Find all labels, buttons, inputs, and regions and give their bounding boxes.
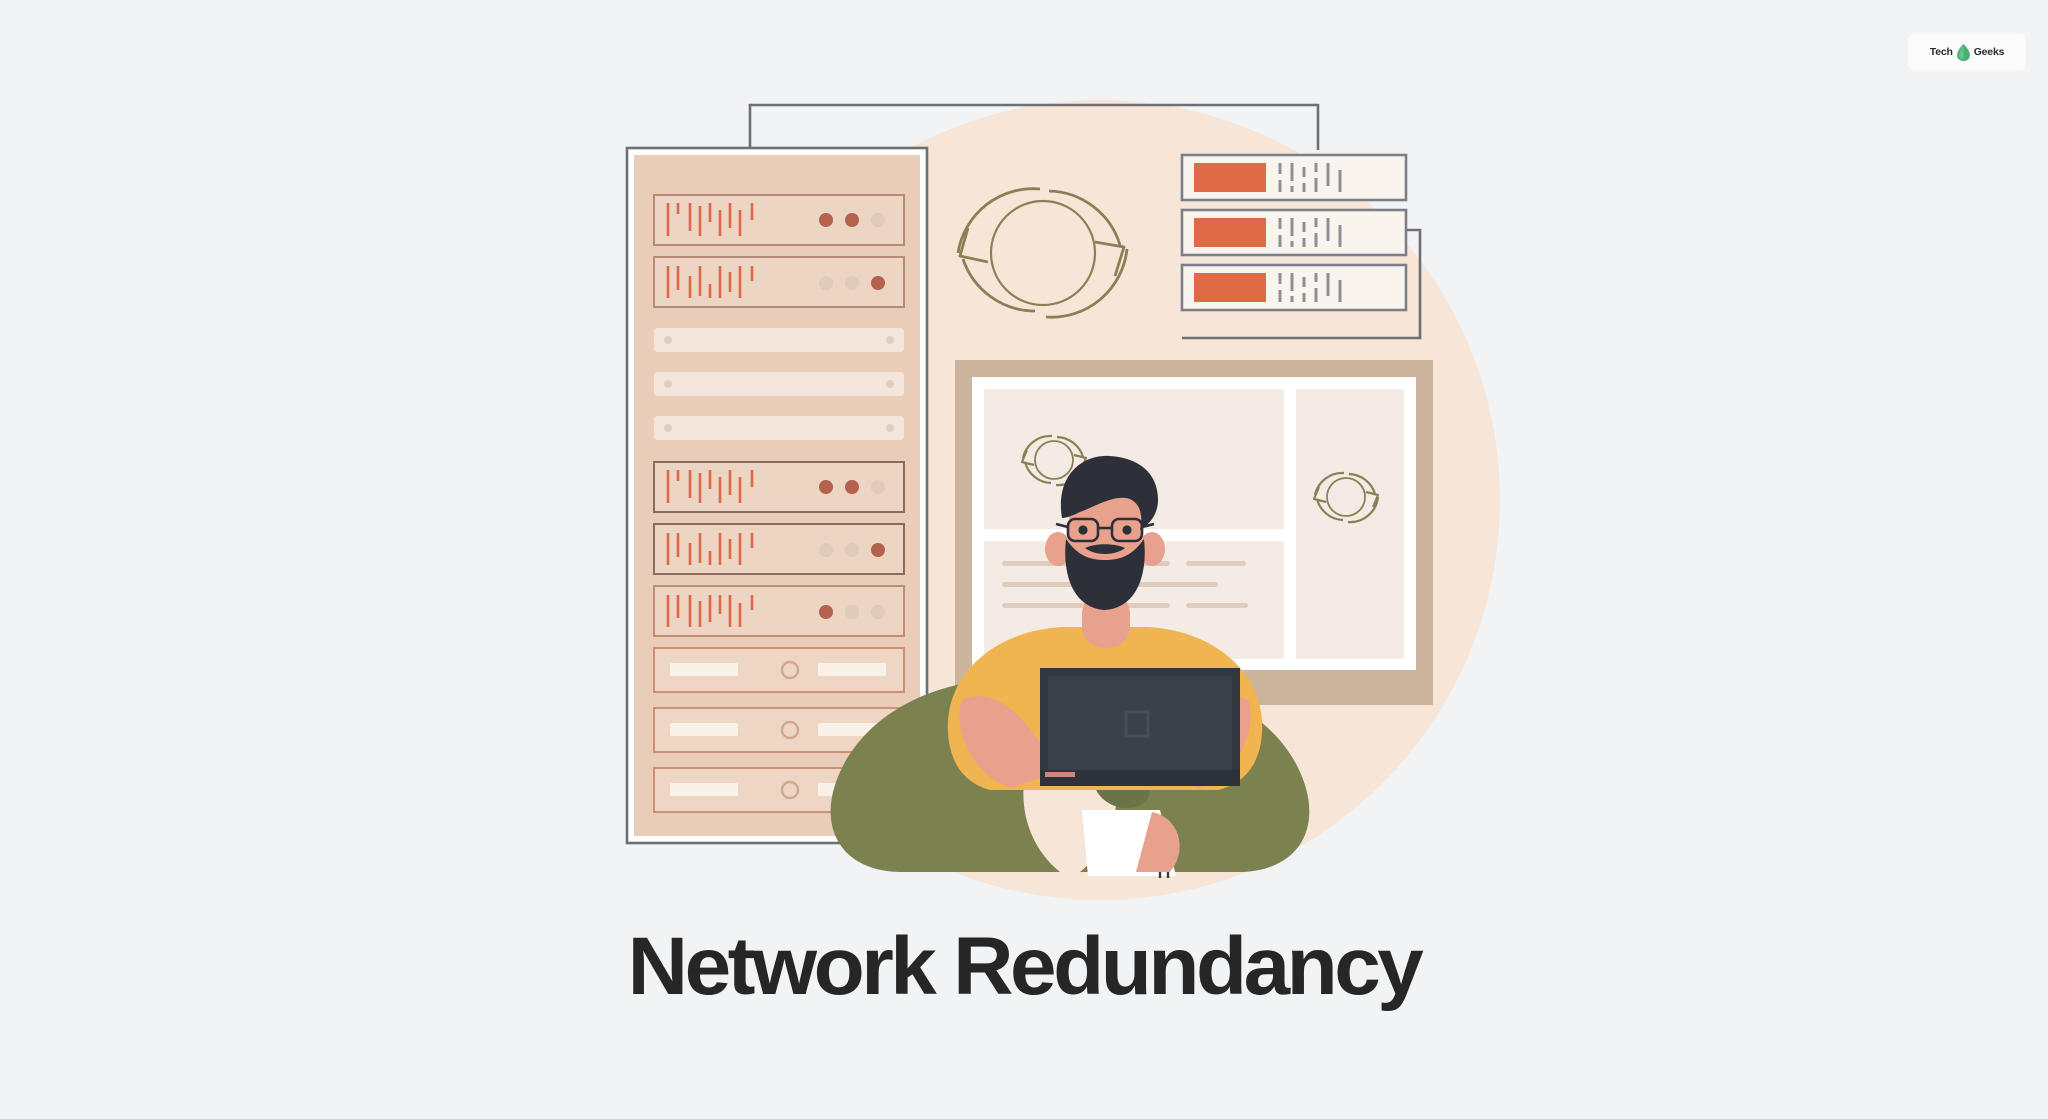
logo-text-right: Geeks — [1973, 45, 2005, 58]
person-head — [1045, 455, 1165, 610]
server-unit-2 — [1180, 208, 1408, 257]
tech-geeks-logo[interactable]: Tech Geeks — [1908, 34, 2026, 70]
person-hair — [1060, 455, 1158, 530]
rack-unit-active — [653, 523, 905, 575]
person-with-laptop — [830, 455, 1310, 878]
rack-unit-blank — [654, 372, 904, 396]
person-beard — [1065, 539, 1145, 610]
page-title: Network Redundancy — [627, 921, 1424, 1012]
rack-unit-active — [653, 194, 905, 246]
laptop-icon — [1040, 668, 1240, 786]
connector-bracket-top — [748, 103, 1320, 150]
monitor-panel-right — [1296, 389, 1404, 659]
rack-unit-blank — [654, 416, 904, 440]
sync-refresh-icon-small — [1312, 471, 1380, 524]
person-arm-left — [959, 696, 1062, 788]
rack-unit-active — [653, 461, 905, 513]
rack-unit-blank — [654, 328, 904, 352]
rack-unit-active — [653, 585, 905, 637]
connector-bracket-right — [1182, 228, 1422, 340]
server-unit-1 — [1180, 153, 1408, 202]
person-foot — [1136, 812, 1180, 872]
rack-unit-drive — [653, 647, 905, 693]
green-leaf-icon — [1956, 43, 1970, 61]
server-unit-3 — [1180, 263, 1408, 312]
rack-unit-active — [653, 256, 905, 308]
stacked-servers — [1180, 153, 1408, 312]
sync-refresh-icon-large — [956, 187, 1129, 319]
logo-text-left: Tech — [1929, 45, 1953, 58]
glasses-icon — [1055, 517, 1155, 543]
